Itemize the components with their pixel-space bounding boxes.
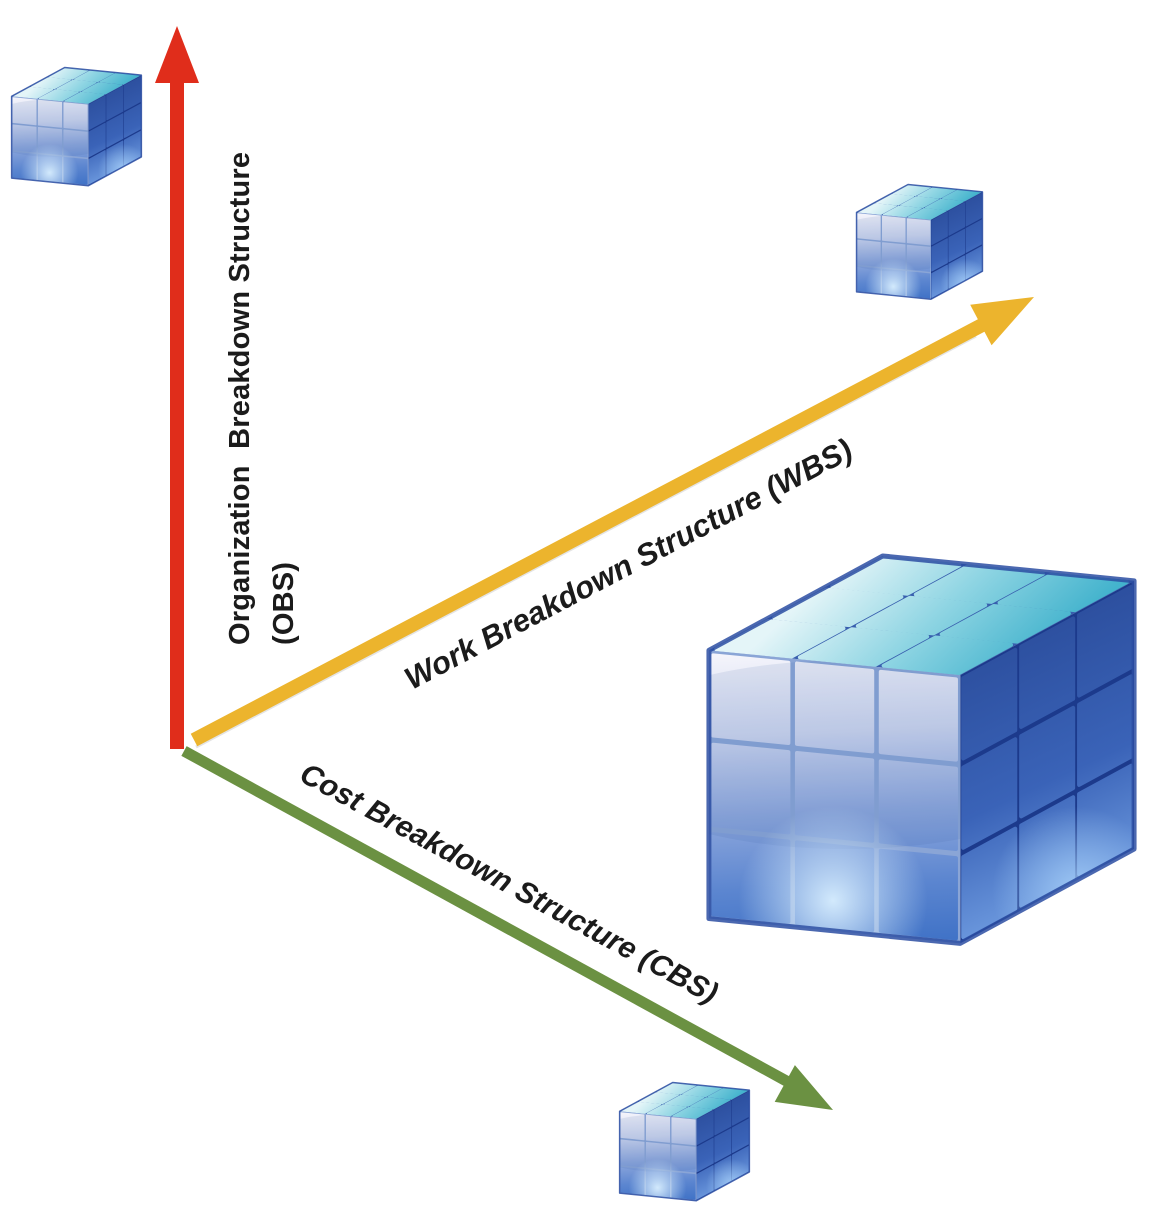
obs-axis-label-line2: (OBS) bbox=[268, 561, 300, 645]
obs-axis-label: Organization Breakdown Structure (OBS) bbox=[218, 85, 306, 645]
wbs-axis-cube-icon bbox=[855, 183, 984, 300]
cbs-axis-cube-icon bbox=[618, 1081, 751, 1202]
cbs-axis bbox=[181, 746, 833, 1110]
cbs-axis-arrowhead-icon bbox=[774, 1065, 833, 1110]
wbs-axis bbox=[190, 297, 1034, 747]
center-data-cube-icon bbox=[706, 553, 1137, 946]
obs-axis-arrowhead-icon bbox=[155, 26, 199, 83]
wbs-axis-line bbox=[190, 317, 988, 747]
obs-axis bbox=[155, 26, 199, 749]
obs-axis-label-line1: Organization Breakdown Structure bbox=[224, 151, 256, 645]
obs-axis-cube-icon bbox=[10, 66, 143, 187]
cbs-axis-line bbox=[181, 746, 793, 1088]
wbs-axis-arrowhead-icon bbox=[970, 297, 1034, 346]
